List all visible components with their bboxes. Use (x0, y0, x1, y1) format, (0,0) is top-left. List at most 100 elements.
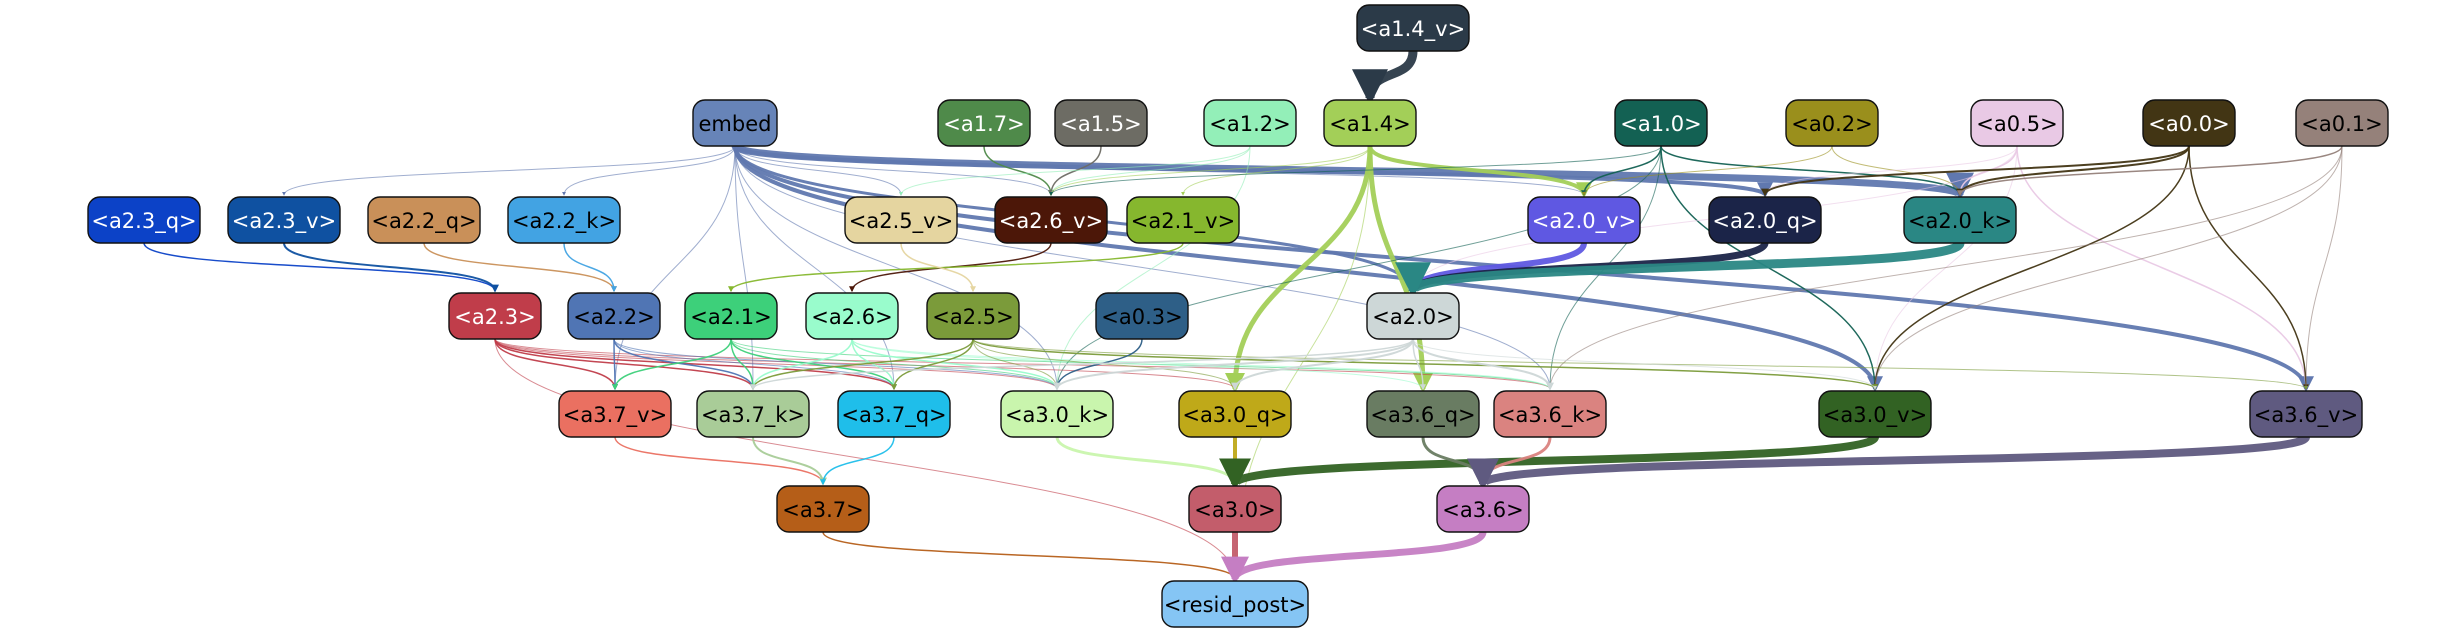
edge-a0-0-to-a2-0-q (1761, 145, 2190, 197)
node-a0-5[interactable]: <a0.5> (1970, 99, 2064, 147)
edge-a1-0-to-a3-0-k (1055, 145, 1662, 390)
node-label: <a2.3_q> (91, 209, 196, 234)
node-a3-6-k[interactable]: <a3.6_k> (1493, 390, 1607, 438)
edge-embed-to-a3-7-q (734, 145, 896, 390)
node-a3-6-v[interactable]: <a3.6_v> (2249, 390, 2363, 438)
node-box (1903, 196, 2017, 244)
node-box (1000, 390, 1114, 438)
node-a3-7-k[interactable]: <a3.7_k> (696, 390, 810, 438)
node-a2-2-q[interactable]: <a2.2_q> (367, 196, 481, 244)
node-a1-4[interactable]: <a1.4> (1323, 99, 1417, 147)
node-box (837, 390, 951, 438)
node-a2-1[interactable]: <a2.1> (684, 292, 778, 340)
node-box (558, 390, 672, 438)
node-box (692, 99, 778, 147)
node-resid-post[interactable]: <resid_post> (1161, 580, 1309, 628)
node-embed[interactable]: embed (692, 99, 778, 147)
node-a1-2[interactable]: <a1.2> (1203, 99, 1297, 147)
edge-embed-to-a3-6-k (734, 145, 1552, 390)
edge-a0-0-to-a3-6-v (2188, 145, 2309, 391)
node-box (227, 196, 341, 244)
node-a3-0-q[interactable]: <a3.0_q> (1178, 390, 1292, 438)
node-a3-7[interactable]: <a3.7> (776, 485, 870, 533)
node-a3-7-q[interactable]: <a3.7_q> (837, 390, 951, 438)
node-a3-0[interactable]: <a3.0> (1188, 485, 1282, 533)
node-box (448, 292, 542, 340)
node-box (1493, 390, 1607, 438)
edge-a0-5-to-a2-0-q (1763, 145, 2018, 196)
node-box (1970, 99, 2064, 147)
node-label: <a0.2> (1791, 112, 1872, 136)
edge-a2-0-to-a3-7-k (750, 338, 1414, 391)
node-a2-0[interactable]: <a2.0> (1366, 292, 1460, 340)
node-a0-3[interactable]: <a0.3> (1095, 292, 1189, 340)
node-a2-5[interactable]: <a2.5> (926, 292, 1020, 340)
edge-a3-6-to-resid-post (1221, 530, 1487, 585)
node-a2-0-q[interactable]: <a2.0_q> (1708, 196, 1822, 244)
edge-a1-4-to-a3-0-q (1225, 145, 1373, 393)
node-a3-7-v[interactable]: <a3.7_v> (558, 390, 672, 438)
node-label: <a3.7> (782, 498, 863, 522)
node-label: <a3.6_v> (2254, 403, 2358, 428)
node-label: <a2.0> (1372, 305, 1453, 329)
node-a0-2[interactable]: <a0.2> (1785, 99, 1879, 147)
node-a2-2-k[interactable]: <a2.2_k> (507, 196, 621, 244)
node-box (926, 292, 1020, 340)
node-box (937, 99, 1031, 147)
node-label: <a2.1_v> (1131, 209, 1235, 234)
node-a1-5[interactable]: <a1.5> (1054, 99, 1148, 147)
edge-a2-3-to-a3-0-k (494, 338, 1059, 390)
node-a2-3[interactable]: <a2.3> (448, 292, 542, 340)
nodes-layer: <a1.4_v>embed <a1.7> <a1.5> <a1.2> <a1.4> <a1… (87, 4, 2389, 628)
edge-embed-to-a2-3-v (282, 145, 736, 196)
edge-a2-0-to-a3-0-k (1053, 338, 1414, 391)
node-a2-1-v[interactable]: <a2.1_v> (1126, 196, 1240, 244)
node-label: <a2.3> (454, 305, 535, 329)
edge-a2-1-to-a3-0-k (730, 338, 1059, 390)
node-a0-1[interactable]: <a0.1> (2295, 99, 2389, 147)
node-a2-2[interactable]: <a2.2> (567, 292, 661, 340)
node-a0-0[interactable]: <a0.0> (2142, 99, 2236, 147)
node-label: <a3.6> (1442, 498, 1523, 522)
edge-embed-to-a2-5-v (734, 145, 903, 196)
edge-embed-to-a2-0-v (734, 145, 1586, 196)
node-label: <a2.0_k> (1908, 209, 2012, 234)
node-a1-7[interactable]: <a1.7> (937, 99, 1031, 147)
node-a1-0[interactable]: <a1.0> (1614, 99, 1708, 147)
node-label: <a1.5> (1060, 112, 1141, 136)
node-a2-6-v[interactable]: <a2.6_v> (994, 196, 1108, 244)
node-box (2295, 99, 2389, 147)
node-a2-0-k[interactable]: <a2.0_k> (1903, 196, 2017, 244)
node-a3-0-v[interactable]: <a3.0_v> (1818, 390, 1932, 438)
node-a2-3-q[interactable]: <a2.3_q> (87, 196, 201, 244)
node-a3-0-k[interactable]: <a3.0_k> (1000, 390, 1114, 438)
edge-a3-0-v-to-a3-0 (1219, 433, 1879, 491)
edge-a0-1-to-a3-6-k (1548, 145, 2343, 390)
edge-a2-3-to-a3-7-v (494, 338, 618, 391)
node-box (1178, 390, 1292, 438)
node-box (684, 292, 778, 340)
node-label: <a2.6_v> (999, 209, 1103, 234)
node-a2-0-v[interactable]: <a2.0_v> (1527, 196, 1641, 244)
edge-a0-1-to-a3-0-v (1873, 145, 2343, 390)
edge-a2-3-to-a3-7-k (494, 338, 756, 391)
edge-embed-to-a2-6-v (734, 145, 1053, 196)
edge-a2-2-q-to-a2-2 (423, 242, 617, 293)
node-box (1161, 580, 1309, 628)
edge-a1-4-to-a2-6-v (1049, 145, 1371, 196)
edge-a2-1-to-a3-7-k (730, 338, 756, 391)
edge-a2-6-to-a3-6-q (851, 338, 1425, 390)
node-a3-6[interactable]: <a3.6> (1436, 485, 1530, 533)
edge-a0-0-to-a3-0-v (1872, 145, 2190, 391)
edge-a2-0-to-a3-6-k (1412, 338, 1554, 391)
edge-a1-0-to-a2-0-v (1581, 145, 1662, 197)
node-label: <a2.2_k> (512, 209, 616, 234)
node-box (776, 485, 870, 533)
node-a2-6[interactable]: <a2.6> (805, 292, 899, 340)
edge-a2-2-to-a3-7-q (613, 338, 896, 390)
node-a2-3-v[interactable]: <a2.3_v> (227, 196, 341, 244)
node-a3-6-q[interactable]: <a3.6_q> (1366, 390, 1480, 438)
edge-a0-1-to-a3-6-v (2304, 145, 2343, 390)
node-a2-5-v[interactable]: <a2.5_v> (844, 196, 958, 244)
node-a1-4-v[interactable]: <a1.4_v> (1356, 4, 1470, 52)
